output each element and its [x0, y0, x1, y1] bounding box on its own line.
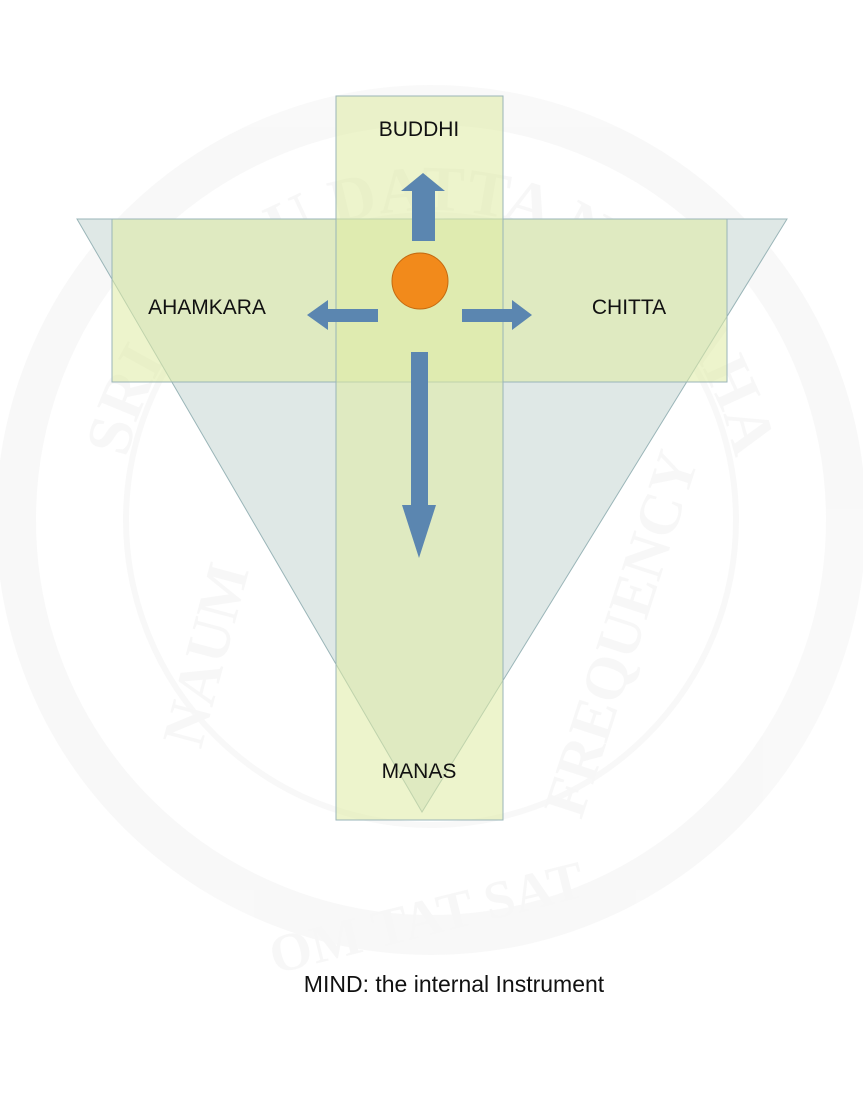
label-buddhi: BUDDHI — [378, 118, 460, 141]
arrow-right — [462, 300, 532, 330]
label-manas: MANAS — [381, 760, 457, 783]
diagram-caption: MIND: the internal Instrument — [303, 971, 605, 997]
center-dot — [391, 252, 449, 310]
label-ahamkara: AHAMKARA — [148, 296, 266, 319]
arrow-left — [307, 300, 378, 330]
arrow-up — [401, 173, 445, 241]
arrow-down — [402, 352, 436, 558]
watermark-bottom-text: OM TAT SAT — [263, 849, 590, 985]
watermark-left-text: NAUM — [150, 556, 262, 753]
label-chitta: CHITTA — [591, 296, 667, 319]
